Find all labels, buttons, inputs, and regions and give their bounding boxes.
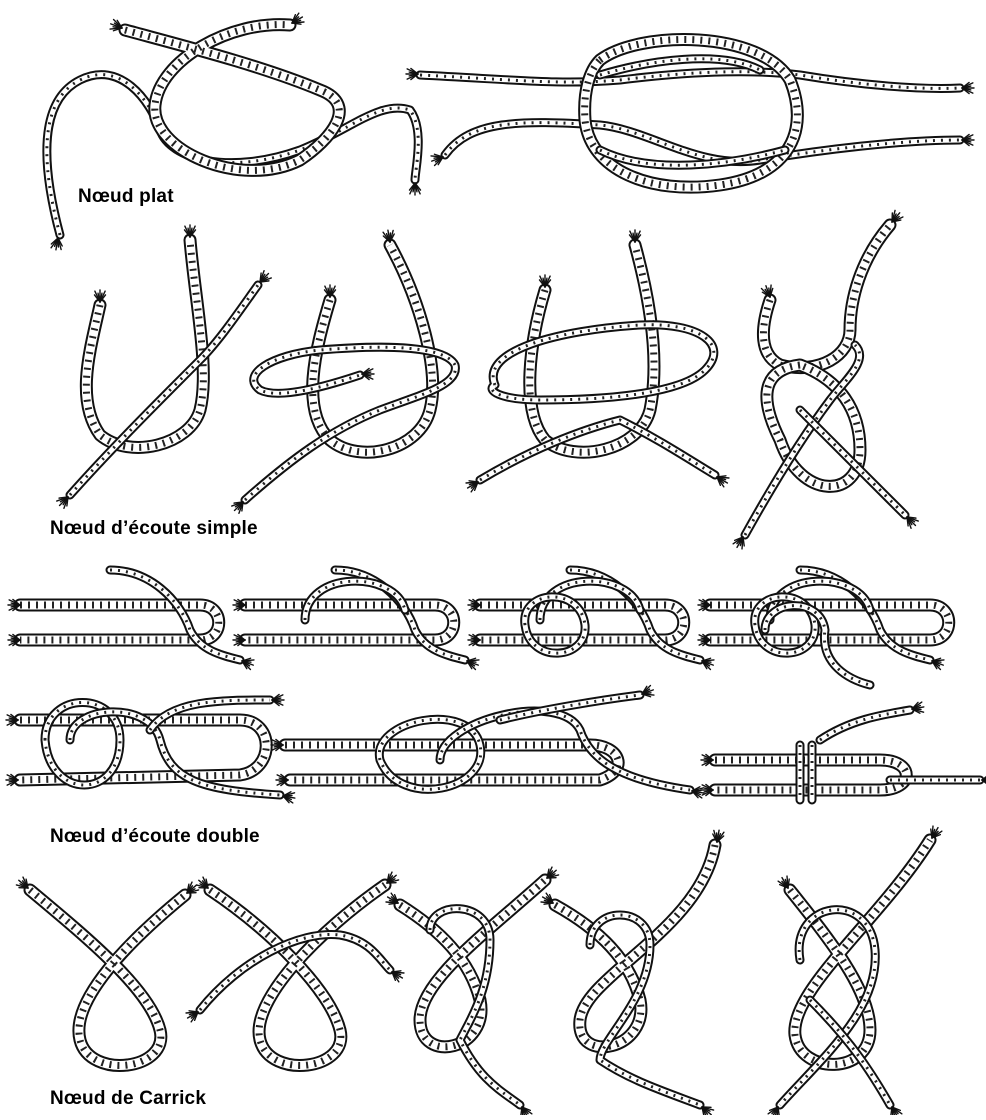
sheet-bend-step-2 [232,230,456,513]
frayed-rope-end [260,271,271,282]
frayed-rope-end [547,867,559,878]
sheet-bend-step-1 [57,225,272,508]
sheet-bend-step-3 [466,230,729,492]
frayed-rope-end [761,285,772,297]
frayed-rope-end [387,872,399,883]
rope-segment [820,710,910,740]
frayed-rope-end [891,1107,902,1115]
double-sheet-bend-step-7 [701,702,986,800]
frayed-rope-end [362,368,374,379]
double-sheet-bend-step-6 [271,685,704,797]
frayed-rope-end [186,1011,198,1022]
frayed-rope-end [702,1107,714,1115]
reef-knot-step-2 [406,40,974,188]
rope-segment [420,72,960,89]
double-sheet-bend-step-4 [698,570,949,685]
frayed-rope-end [962,82,974,93]
double-sheet-bend-step-5 [6,694,295,802]
frayed-rope-end [931,826,942,838]
frayed-rope-end [283,792,295,803]
rope-segment [790,840,930,1064]
caption-reef-knot: Nœud plat [78,186,174,208]
rope-segment [445,123,960,162]
double-sheet-bend-step-2 [233,570,479,670]
frayed-rope-end [392,971,404,982]
rope-segment [810,1000,890,1105]
frayed-rope-end [907,517,918,528]
rope-segment [555,845,715,1047]
frayed-rope-end [778,876,789,888]
double-sheet-bend-step-1 [8,570,254,670]
frayed-rope-end [386,893,398,904]
rope-segment [47,75,418,235]
frayed-rope-end [16,877,28,888]
rope-segment [30,890,185,1065]
carrick-bend-step-4 [541,830,724,1115]
sheet-bend-step-4 [733,210,918,549]
frayed-rope-end [466,481,478,492]
frayed-rope-end [733,537,744,549]
frayed-rope-end [892,210,903,222]
frayed-rope-end [187,882,199,893]
frayed-rope-end [272,694,284,705]
frayed-rope-end [196,877,208,888]
rope-segment [530,245,654,452]
rope-segment [285,745,618,780]
frayed-rope-end [541,893,553,904]
carrick-bend-step-3 [386,867,559,1115]
caption-double-sheet-bend: Nœud d’écoute double [50,826,260,848]
frayed-rope-end [521,1107,532,1115]
frayed-rope-end [467,658,479,669]
frayed-rope-end [962,134,974,145]
frayed-rope-end [982,774,986,785]
frayed-rope-end [431,154,443,165]
carrick-bend-step-1 [16,877,198,1065]
frayed-rope-end [409,183,420,195]
rope-segment [710,605,949,640]
frayed-rope-end [717,476,729,487]
frayed-rope-end [932,658,944,669]
reef-knot-step-1 [47,13,421,250]
carrick-bend-step-5 [768,826,942,1115]
rope-segment [125,25,339,171]
frayed-rope-end [768,1107,779,1115]
frayed-rope-end [242,658,254,669]
double-sheet-bend-step-3 [468,570,714,670]
frayed-rope-end [57,497,68,508]
frayed-rope-end [406,68,418,79]
caption-sheet-bend: Nœud d’écoute simple [50,518,258,540]
frayed-rope-end [51,238,62,250]
carrick-bend-step-2 [186,872,404,1065]
caption-carrick-bend: Nœud de Carrick [50,1088,206,1110]
frayed-rope-end [110,19,122,30]
frayed-rope-end [702,658,714,669]
frayed-rope-end [642,685,654,696]
rope-segment [763,225,890,368]
frayed-rope-end [232,502,243,513]
frayed-rope-end [292,13,304,24]
